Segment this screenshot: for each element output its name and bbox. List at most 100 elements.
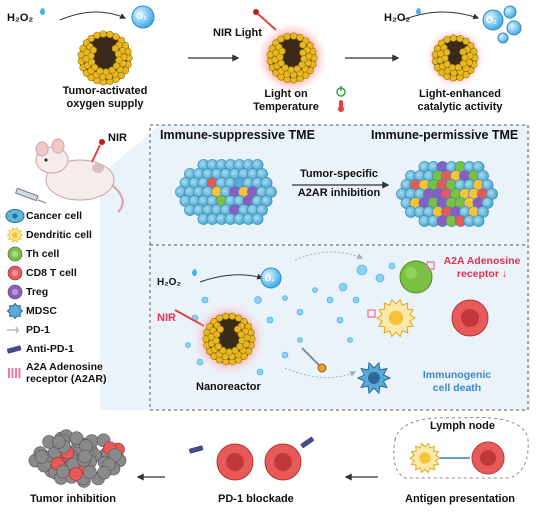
caption-light-on: Light on Temperature xyxy=(236,88,336,114)
gold-bead xyxy=(281,64,289,72)
dc-nucleus xyxy=(388,310,404,326)
tumor-immune-permissive xyxy=(396,161,498,227)
o2-label: O₂ xyxy=(136,11,147,21)
mouse-nir-beam xyxy=(91,144,101,163)
th-cell-icon xyxy=(7,246,23,261)
o2-bubble xyxy=(347,337,353,343)
legend-label: PD-1 xyxy=(26,323,50,336)
mdsc-icon xyxy=(6,302,24,319)
caption-line: catalytic activity xyxy=(417,101,503,113)
nanoparticle-left xyxy=(77,30,133,86)
o2-bubble xyxy=(352,296,360,304)
legend-label: MDSC xyxy=(26,304,57,317)
immunogenic-cell-death-label: Immunogenic cell death xyxy=(402,369,512,395)
legend-label: Th cell xyxy=(26,247,60,260)
legend-label: Anti-PD-1 xyxy=(26,342,74,355)
o2-bubble xyxy=(201,296,209,304)
o2-bubble xyxy=(338,282,348,292)
o2-bubble-right xyxy=(482,9,504,31)
gold-bead xyxy=(454,63,462,72)
caption-line: Tumor-specific xyxy=(299,168,379,180)
o2-supply-arrow-left xyxy=(59,11,127,21)
legend-item: PD-1 xyxy=(4,320,154,339)
nanoparticle-right xyxy=(431,34,479,82)
power-icon xyxy=(336,86,346,97)
o2-bubble xyxy=(297,337,303,343)
gold-bead xyxy=(234,314,243,322)
gold-bead xyxy=(228,312,236,320)
caption-tumor-activated: Tumor-activated oxygen supply xyxy=(40,85,170,111)
gold-bead xyxy=(443,48,451,56)
tumor-cell xyxy=(56,464,70,479)
laser-source-icon xyxy=(99,139,105,145)
inhibited-tumor xyxy=(28,429,127,488)
o2-bubble xyxy=(388,262,396,270)
anti-pd1-icon xyxy=(6,344,22,353)
legend-item: Anti-PD-1 xyxy=(4,339,154,358)
gold-bead xyxy=(299,41,307,49)
legend-item: Cancer cell xyxy=(4,206,154,225)
pd1-blockade-label: PD-1 blockade xyxy=(218,493,294,505)
gold-bead xyxy=(277,59,285,67)
tumor-immune-suppressive xyxy=(175,159,277,225)
gold-bead xyxy=(88,58,96,66)
tme-left-title: Immune-suppressive TME xyxy=(160,128,315,142)
nir-beam xyxy=(257,13,277,31)
dying-cell-nucleus xyxy=(368,372,380,384)
droplet-icon xyxy=(40,8,45,15)
reactor-h2o2-label: H₂O₂ xyxy=(157,277,181,288)
gold-bead xyxy=(448,63,456,72)
a2ar-receptor-icon xyxy=(367,261,435,318)
o2-bubble-small xyxy=(506,20,522,36)
gold-bead xyxy=(443,36,451,44)
gold-bead xyxy=(278,47,286,55)
caption-line: A2A Adenosine xyxy=(443,255,521,267)
gold-bead xyxy=(300,55,308,63)
o2-bubble xyxy=(281,351,289,359)
a2ar-icon xyxy=(8,368,21,378)
pd1-icon xyxy=(7,326,20,333)
a2ar-inhibitor-icon xyxy=(301,347,327,373)
tumor-cell xyxy=(69,431,84,445)
tme-right-title: Immune-permissive TME xyxy=(371,128,519,142)
gold-bead xyxy=(108,66,116,74)
gold-bead xyxy=(449,34,457,42)
gold-bead xyxy=(93,31,101,39)
cd8-t-cell-icon xyxy=(7,265,23,280)
gold-bead xyxy=(461,54,469,62)
caption-line: Immunogenic xyxy=(422,369,492,381)
lymph-node-label: Lymph node xyxy=(430,420,495,432)
o2-bubble xyxy=(254,296,262,304)
tumor-cell xyxy=(251,213,264,225)
o2-bubble-small xyxy=(503,5,517,19)
o2-bubble xyxy=(326,296,334,304)
laser-source-icon xyxy=(253,9,259,15)
o2-bubble xyxy=(375,273,385,283)
reactor-nir-label: NIR xyxy=(157,312,176,324)
tme-dashed-frame xyxy=(149,124,529,411)
gold-bead xyxy=(290,32,298,40)
treg-icon xyxy=(7,284,23,299)
legend-label: CD8 T cell xyxy=(26,266,77,279)
legend-item: Th cell xyxy=(4,244,154,263)
tumor-cell xyxy=(34,450,49,464)
caption-line: Light on xyxy=(264,88,308,100)
gold-bead xyxy=(106,30,114,39)
gold-bead xyxy=(99,30,107,38)
cancer-cell-icon xyxy=(5,208,25,223)
flow-arrow xyxy=(284,367,357,379)
gold-bead xyxy=(91,63,99,72)
gold-bead xyxy=(215,314,224,322)
o2-bubble xyxy=(260,267,282,289)
gold-bead xyxy=(283,32,291,41)
reactor-o2-label: O₂ xyxy=(265,274,275,283)
syringe-icon xyxy=(14,187,47,204)
caption-light-enhanced: Light-enhanced catalytic activity xyxy=(400,88,520,114)
dendritic-cell xyxy=(376,298,416,338)
legend-label: A2A Adenosine receptor (A2AR) xyxy=(26,361,107,385)
gold-bead xyxy=(213,330,221,339)
gold-bead xyxy=(89,46,98,54)
gold-bead xyxy=(111,44,119,53)
o2-bubble xyxy=(185,342,191,348)
o2-bubble-left xyxy=(131,5,155,29)
